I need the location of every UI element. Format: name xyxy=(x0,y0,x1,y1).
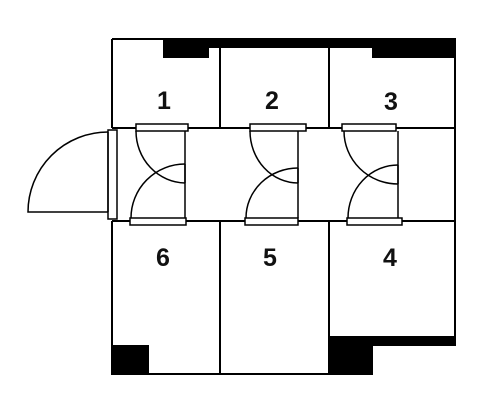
room-label-4: 4 xyxy=(383,244,397,272)
room-label-1: 1 xyxy=(157,87,171,115)
door-room-6[interactable] xyxy=(130,163,186,219)
door-frame-room-1 xyxy=(135,123,189,132)
room-label-5: 5 xyxy=(263,244,277,272)
door-room-5[interactable] xyxy=(245,167,299,219)
door-frames xyxy=(129,123,403,226)
room-label-6: 6 xyxy=(156,244,170,272)
door-arc-room-5 xyxy=(245,167,299,219)
entrance-door-swing xyxy=(27,131,109,213)
door-arc-room-1 xyxy=(135,130,186,184)
door-arc-room-4 xyxy=(347,164,399,219)
door-arc-room-2 xyxy=(249,130,299,184)
wall-block-room-1 xyxy=(163,39,209,58)
wall-block-top-right xyxy=(209,39,455,48)
wall-block-room-4-edge xyxy=(372,336,455,345)
entrance-door-frame xyxy=(107,129,118,220)
room-label-3: 3 xyxy=(384,88,398,116)
entrance-door[interactable] xyxy=(27,129,118,220)
wall-blocks xyxy=(112,39,455,374)
room-label-2: 2 xyxy=(265,87,279,115)
wall-block-room-3 xyxy=(372,39,455,58)
door-frame-room-4 xyxy=(346,217,403,226)
door-room-1[interactable] xyxy=(135,130,186,184)
door-frame-room-6 xyxy=(129,217,187,226)
door-frame-room-3 xyxy=(341,123,397,132)
door-frame-room-5 xyxy=(244,217,299,226)
door-swings xyxy=(130,130,399,219)
door-room-3[interactable] xyxy=(343,130,399,185)
wall-block-room-4 xyxy=(329,336,372,374)
door-room-2[interactable] xyxy=(249,130,299,184)
door-room-4[interactable] xyxy=(347,164,399,219)
door-arc-room-6 xyxy=(130,163,186,219)
door-arc-room-3 xyxy=(343,130,399,185)
wall-block-room-6 xyxy=(112,345,149,374)
door-frame-room-2 xyxy=(249,123,307,132)
room-labels: 1 2 3 4 5 6 xyxy=(156,87,398,272)
